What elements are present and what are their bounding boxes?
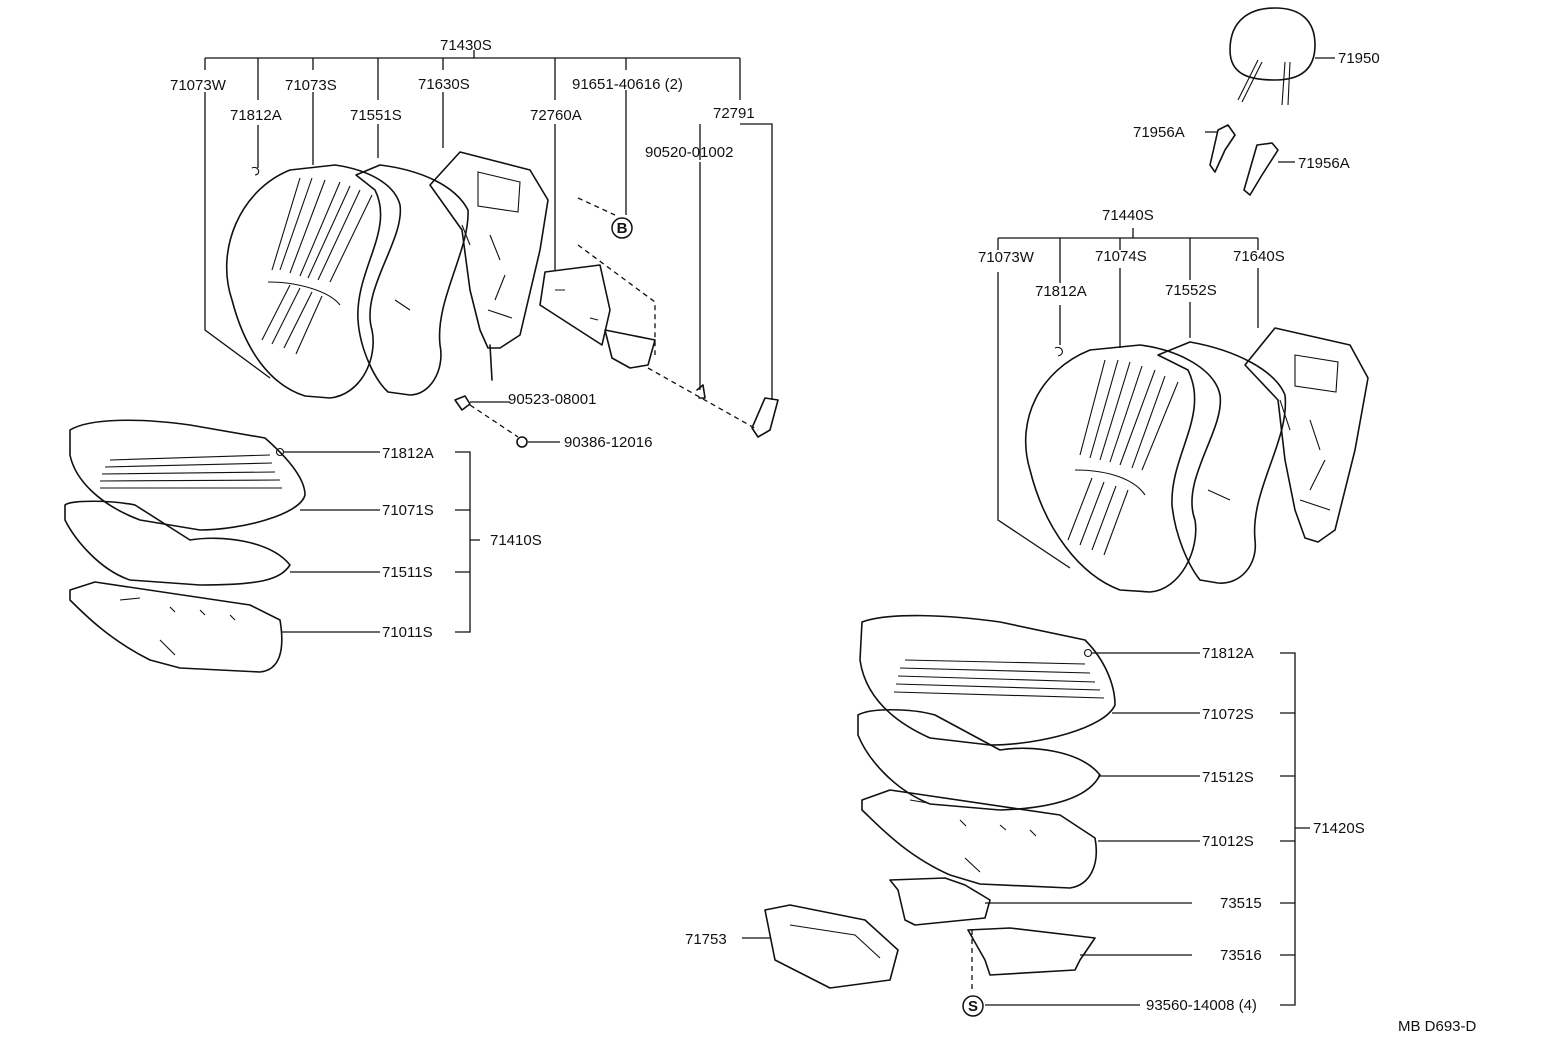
- screw-90523: [454, 395, 471, 411]
- seatback-cover-71073S: [225, 164, 402, 399]
- label-71512S: 71512S: [1202, 769, 1254, 786]
- label-90523-08001: 90523-08001: [508, 391, 596, 408]
- bracket-71440S: [997, 228, 1259, 250]
- seatback-cover-71074S: [1025, 344, 1222, 593]
- label-71812A-4: 71812A: [1202, 645, 1254, 662]
- label-71812A-1: 71812A: [230, 107, 282, 124]
- seatback-frame-71630S: [429, 151, 549, 381]
- label-71410S: 71410S: [490, 532, 542, 549]
- diagram-code: MB D693-D: [1398, 1018, 1477, 1035]
- right-seatback-assembly: [997, 228, 1369, 593]
- seatback-pad-71551S: [355, 164, 469, 396]
- bracket-73516: [967, 927, 1096, 976]
- bracket-73515: [889, 877, 991, 926]
- cushion-frame-71011S: [69, 581, 283, 673]
- headrest-assembly: [1205, 7, 1335, 196]
- label-71950: 71950: [1338, 50, 1380, 67]
- label-71011S: 71011S: [382, 624, 433, 641]
- hook-71812A-right: [1083, 648, 1093, 658]
- label-71753: 71753: [685, 931, 727, 948]
- part-labels: 71430S 71073W 71073S 71630S 91651-40616 …: [170, 37, 1477, 1035]
- seatback-pad-71552S: [1157, 341, 1287, 584]
- tray-71753: [764, 904, 899, 989]
- label-90520-01002: 90520-01002: [645, 144, 733, 161]
- label-71012S: 71012S: [1202, 833, 1254, 850]
- bracket-71430S: [204, 50, 741, 70]
- label-71511S: 71511S: [382, 564, 433, 581]
- label-71956A-2: 71956A: [1298, 155, 1350, 172]
- guide-71956A-2: [1243, 142, 1279, 196]
- label-71420S: 71420S: [1313, 820, 1365, 837]
- cushion-frame-71012S: [861, 789, 1097, 889]
- label-73515: 73515: [1220, 895, 1262, 912]
- mark-s-circle: S: [962, 995, 984, 1017]
- label-71073W-right: 71073W: [978, 249, 1035, 266]
- label-93560-14008: 93560-14008 (4): [1146, 997, 1257, 1014]
- label-71430S: 71430S: [440, 37, 492, 54]
- bracket-71410S: [455, 451, 480, 633]
- lever-knob-72791: [751, 397, 779, 438]
- label-71812A-2: 71812A: [382, 445, 434, 462]
- seatback-frame-71640S: [1244, 327, 1369, 543]
- label-72760A: 72760A: [530, 107, 582, 124]
- headrest-71950: [1229, 7, 1316, 81]
- label-71074S: 71074S: [1095, 248, 1147, 265]
- hook-71812A-left: [275, 447, 285, 457]
- cushion-pad-71511S: [64, 500, 291, 586]
- side-trim-72760A: [539, 264, 656, 369]
- clip-90520: [696, 384, 706, 399]
- dash-b-bracket: [577, 197, 656, 355]
- label-72791: 72791: [713, 105, 755, 122]
- mark-b-text: B: [617, 220, 628, 237]
- dash-bolt: [469, 404, 519, 438]
- label-71071S: 71071S: [382, 502, 434, 519]
- label-90386-12016: 90386-12016: [564, 434, 652, 451]
- cushion-cover-71071S: [69, 419, 306, 531]
- label-71072S: 71072S: [1202, 706, 1254, 723]
- mark-b-circle: B: [611, 217, 633, 239]
- label-71640S: 71640S: [1233, 248, 1285, 265]
- mark-s-text: S: [968, 998, 978, 1015]
- cushion-cover-71072S: [859, 614, 1116, 746]
- label-91651-40616: 91651-40616 (2): [572, 76, 683, 93]
- left-seat-cushion-assembly: [64, 419, 480, 673]
- bracket-71420S: [1280, 652, 1310, 1006]
- label-71812A-3: 71812A: [1035, 283, 1087, 300]
- leader-71073W: [204, 92, 271, 379]
- left-seatback-assembly: B: [204, 50, 779, 448]
- label-71630S: 71630S: [418, 76, 470, 93]
- label-71073W-left: 71073W: [170, 77, 227, 94]
- right-seat-cushion-assembly: S: [742, 614, 1310, 1017]
- label-71073S: 71073S: [285, 77, 337, 94]
- guide-71956A-1: [1209, 124, 1236, 173]
- dash-cap: [647, 367, 759, 431]
- cushion-pad-71512S: [857, 709, 1101, 811]
- label-71956A-1: 71956A: [1133, 124, 1185, 141]
- label-71552S: 71552S: [1165, 282, 1217, 299]
- label-71440S: 71440S: [1102, 207, 1154, 224]
- leader-72791: [739, 70, 773, 400]
- nut-90386: [516, 436, 528, 448]
- label-71551S: 71551S: [350, 107, 402, 124]
- label-73516: 73516: [1220, 947, 1262, 964]
- leader-71073W-right: [997, 272, 1071, 569]
